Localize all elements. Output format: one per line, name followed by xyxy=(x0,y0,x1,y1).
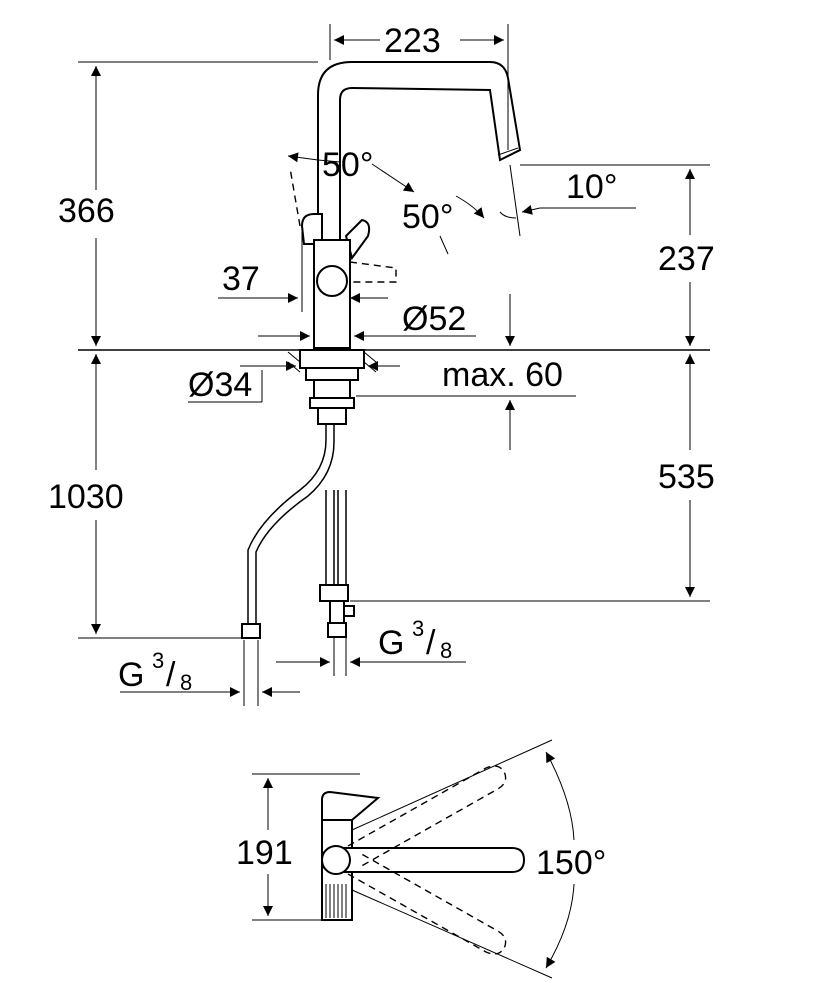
label-spout-tilt: 10° xyxy=(566,168,617,206)
mounting-base xyxy=(299,349,365,369)
label-outlet-height: 237 xyxy=(658,240,715,278)
fitting-left xyxy=(241,623,261,639)
dimension-lines xyxy=(78,24,710,706)
label-under-counter: 535 xyxy=(658,458,715,496)
label-hole-diameter: Ø34 xyxy=(188,366,252,404)
label-lever-offset: 37 xyxy=(222,260,260,298)
connection-left-slash: / xyxy=(166,656,176,694)
lever-handle-right xyxy=(344,218,371,261)
fitting-right xyxy=(319,584,349,602)
faucet-top-view xyxy=(252,739,575,979)
faucet-side-view xyxy=(241,61,522,639)
connection-right-slash: / xyxy=(426,624,436,662)
label-total-height: 366 xyxy=(58,192,115,230)
connection-left-prefix: G xyxy=(118,656,144,694)
connection-right-numerator: 3 xyxy=(412,616,424,641)
dimension-labels: 223 366 50° 50° 10° 237 37 Ø52 Ø34 max. … xyxy=(48,22,715,882)
label-spout-reach: 223 xyxy=(384,22,441,60)
top-view-spout xyxy=(320,847,526,873)
label-connection-left: G 3 / 8 xyxy=(118,648,192,695)
label-spout-angle-left: 50° xyxy=(322,146,373,184)
connection-right-denominator: 8 xyxy=(440,638,452,663)
label-max-thickness: max. 60 xyxy=(442,356,563,394)
label-connection-right: G 3 / 8 xyxy=(378,616,452,663)
lever-handle xyxy=(300,213,323,245)
connection-left-numerator: 3 xyxy=(152,648,164,673)
label-hose-length: 1030 xyxy=(48,478,124,516)
spout xyxy=(317,61,522,241)
label-swivel-angle: 150° xyxy=(536,844,606,882)
connection-left-denominator: 8 xyxy=(180,670,192,695)
label-spout-angle-right: 50° xyxy=(402,198,453,236)
top-view-handle xyxy=(321,790,381,821)
label-body-diameter: Ø52 xyxy=(402,300,466,338)
connection-right-prefix: G xyxy=(378,624,404,662)
hose-left xyxy=(247,424,327,626)
label-top-height: 191 xyxy=(236,834,293,872)
lever-pivot xyxy=(316,265,348,297)
